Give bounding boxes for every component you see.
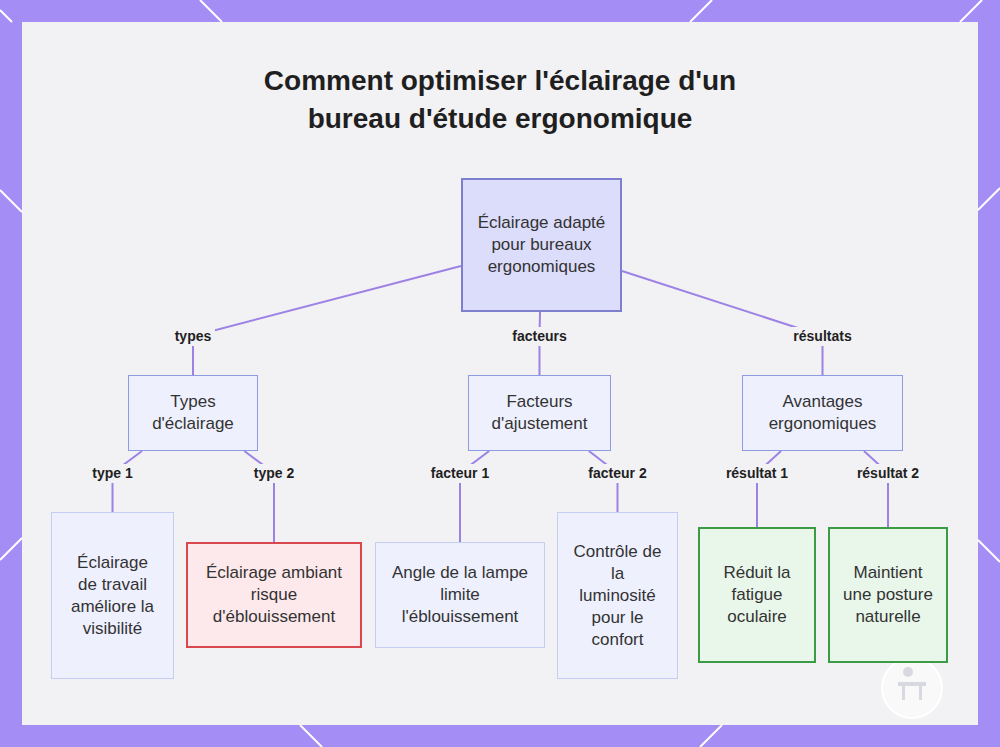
logo-leg [919,686,922,700]
logo-badge [882,658,942,718]
frame-stripe [690,0,712,22]
edge-label: facteurs [508,327,570,346]
detail-box: Réduit la fatigue oculaire [698,527,816,663]
category-box: Types d'éclairage [128,375,258,451]
diagram-title: Comment optimiser l'éclairage d'un burea… [240,62,760,138]
tree-connector [864,451,888,527]
box-text: Angle de la lampe limite l'éblouissement [388,562,532,628]
tree-connector [193,266,461,375]
frame-stripe [200,0,222,22]
box-text: Facteurs d'ajustement [479,391,600,435]
box-text: Éclairage adapté pour bureaux ergonomiqu… [475,212,608,278]
frame-stripe [0,538,22,560]
category-box: Avantages ergonomiques [742,375,903,451]
frame-stripe [300,725,322,747]
logo-desk [898,682,926,686]
edge-label: résultat 1 [722,464,792,483]
edge-label: résultats [789,327,855,346]
edge-label: types [171,327,216,346]
detail-box: Maintient une posture naturelle [828,527,948,663]
frame-stripe [978,540,1000,562]
box-text: Maintient une posture naturelle [842,562,934,628]
detail-box: Contrôle de la luminosité pour le confor… [557,512,678,679]
box-text: Éclairage ambiant risque d'éblouissement [200,562,348,628]
edge-label: facteur 1 [427,464,493,483]
edge-label: type 1 [88,464,136,483]
box-text: Réduit la fatigue oculaire [712,562,802,628]
panel-ground [22,22,978,725]
frame-stripe [0,10,12,22]
box-text: Éclairage de travail améliore la visibil… [68,552,157,640]
box-text: Avantages ergonomiques [753,391,892,435]
box-text: Contrôle de la luminosité pour le confor… [572,541,663,651]
tree-connector [757,451,781,527]
edge-label: résultat 2 [853,464,923,483]
frame-stripe [700,725,722,747]
box-text: Types d'éclairage [139,391,247,435]
detail-box: Éclairage ambiant risque d'éblouissement [186,542,362,648]
tree-connector [622,271,823,375]
edge-label: type 2 [250,464,298,483]
edge-label: facteur 2 [584,464,650,483]
logo-head [903,667,913,677]
frame-stripe [978,188,1000,210]
root-box: Éclairage adapté pour bureaux ergonomiqu… [461,178,622,312]
logo-leg [902,686,905,700]
logo-circle [882,658,942,718]
category-box: Facteurs d'ajustement [468,375,611,451]
frame-stripe [0,190,22,212]
detail-box: Éclairage de travail améliore la visibil… [51,512,174,679]
detail-box: Angle de la lampe limite l'éblouissement [375,542,545,648]
frame-stripe [960,0,982,22]
